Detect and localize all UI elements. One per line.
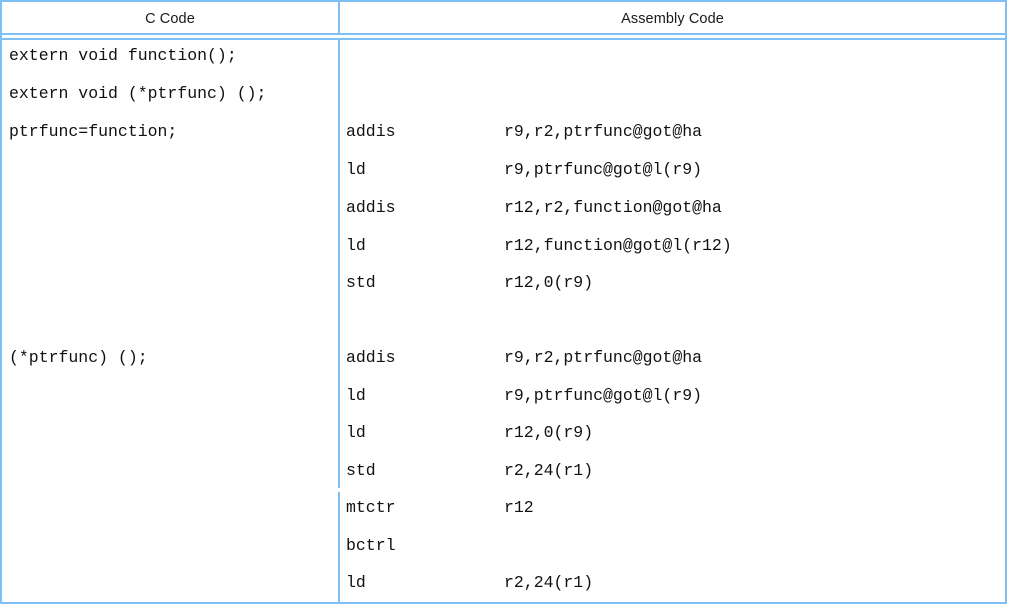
column-header-c-code: C Code — [2, 2, 340, 35]
assembly-mnemonic: ld — [346, 423, 366, 442]
assembly-operands: r12 — [504, 498, 534, 517]
c-code-line: (*ptrfunc) (); — [9, 348, 148, 367]
header-rule-upper — [2, 33, 1005, 35]
header-rule-lower — [2, 38, 1005, 40]
assembly-mnemonic: addis — [346, 348, 396, 367]
table-header-row: C Code Assembly Code — [2, 2, 1005, 35]
assembly-operands: r9,ptrfunc@got@l(r9) — [504, 386, 703, 405]
assembly-mnemonic: ld — [346, 160, 366, 179]
assembly-mnemonic: std — [346, 461, 376, 480]
cell-assembly-code: addis r9,r2,ptrfunc@got@ha ld r9,ptrfunc@go… — [340, 40, 1005, 602]
assembly-operands: r12,0(r9) — [504, 423, 594, 442]
column-header-assembly-code: Assembly Code — [621, 10, 724, 27]
assembly-operands: r9,r2,ptrfunc@got@ha — [504, 348, 703, 367]
assembly-operands: r12,function@got@l(r12) — [504, 236, 732, 255]
assembly-mnemonic: ld — [346, 386, 366, 405]
assembly-mnemonic: addis — [346, 122, 396, 141]
assembly-mnemonic: ld — [346, 573, 366, 592]
assembly-operands: r2,24(r1) — [504, 573, 594, 592]
assembly-operands: r2,24(r1) — [504, 461, 594, 480]
assembly-mnemonic: addis — [346, 198, 396, 217]
assembly-operands: r12,0(r9) — [504, 273, 594, 292]
column-divider-upper — [338, 40, 340, 488]
assembly-mnemonic: mtctr — [346, 498, 396, 517]
assembly-operands: r9,r2,ptrfunc@got@ha — [504, 122, 703, 141]
table-body: extern void function(); extern void (*ptr… — [0, 40, 1005, 602]
assembly-mnemonic: ld — [346, 236, 366, 255]
table-left-edge-upper — [0, 40, 2, 488]
c-code-line: extern void function(); — [9, 46, 237, 65]
assembly-mnemonic: std — [346, 273, 376, 292]
table-left-edge-lower — [0, 492, 2, 602]
assembly-operands: r9,ptrfunc@got@l(r9) — [504, 160, 703, 179]
assembly-operands: r12,r2,function@got@ha — [504, 198, 722, 217]
c-code-line: extern void (*ptrfunc) (); — [9, 84, 267, 103]
assembly-mnemonic: bctrl — [346, 536, 396, 555]
column-divider-lower — [338, 492, 340, 602]
cell-c-code: extern void function(); extern void (*ptr… — [2, 40, 338, 602]
c-code-line: ptrfunc=function; — [9, 122, 178, 141]
